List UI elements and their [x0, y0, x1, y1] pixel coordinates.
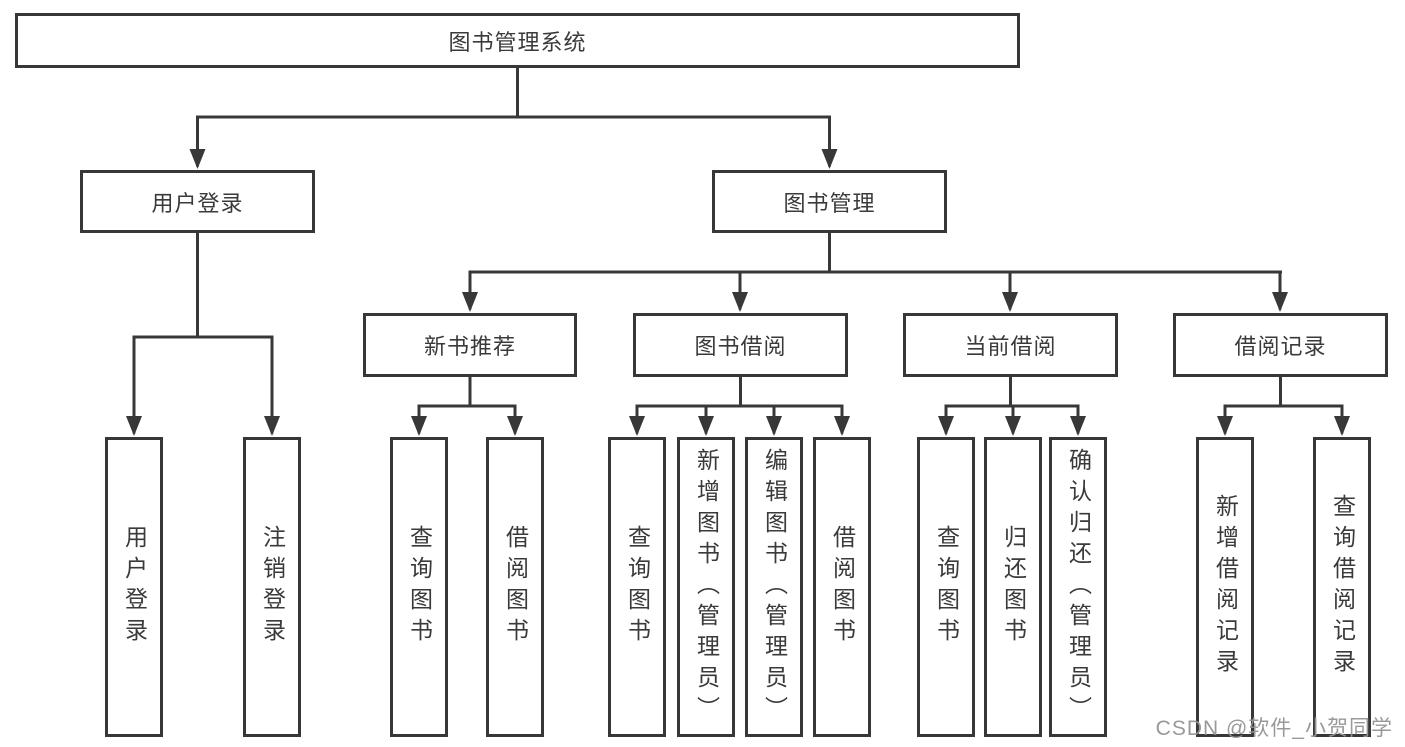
node-label: 查询图书 — [933, 525, 960, 649]
leaf-confirm-return-admin: 确认归还（管理员） — [1049, 437, 1107, 737]
node-library-management-system: 图书管理系统 — [15, 13, 1020, 68]
node-label: 编辑图书（管理员） — [761, 447, 788, 727]
node-new-book-recommend: 新书推荐 — [363, 313, 577, 377]
leaf-borrow-books-borrow: 借阅图书 — [813, 437, 871, 737]
leaf-add-borrow-record: 新增借阅记录 — [1196, 437, 1254, 737]
node-label: 查询借阅记录 — [1329, 494, 1356, 680]
node-borrow-records: 借阅记录 — [1173, 313, 1388, 377]
leaf-return-books: 归还图书 — [984, 437, 1042, 737]
node-label: 借阅记录 — [1234, 334, 1327, 359]
node-label: 图书借阅 — [694, 334, 787, 359]
node-label: 图书管理 — [783, 190, 876, 216]
leaf-query-books-current: 查询图书 — [917, 437, 975, 737]
node-label: 归还图书 — [1000, 525, 1027, 649]
node-label: 用户登录 — [121, 525, 148, 649]
leaf-logout: 注销登录 — [243, 437, 301, 737]
leaf-user-login: 用户登录 — [105, 437, 163, 737]
node-label: 查询图书 — [624, 525, 651, 649]
node-label: 新增图书（管理员） — [693, 447, 720, 727]
node-label: 图书管理系统 — [448, 29, 587, 55]
leaf-add-books-admin: 新增图书（管理员） — [677, 437, 735, 737]
node-book-borrow: 图书借阅 — [633, 313, 848, 377]
node-user-login: 用户登录 — [80, 170, 315, 233]
leaf-query-books-borrow: 查询图书 — [608, 437, 666, 737]
leaf-query-borrow-record: 查询借阅记录 — [1313, 437, 1371, 737]
leaf-query-books-recommend: 查询图书 — [390, 437, 448, 737]
node-label: 新增借阅记录 — [1212, 494, 1239, 680]
node-current-borrow: 当前借阅 — [903, 313, 1118, 377]
node-label: 借阅图书 — [829, 525, 856, 649]
node-label: 用户登录 — [151, 190, 244, 216]
leaf-borrow-books-recommend: 借阅图书 — [486, 437, 544, 737]
node-label: 新书推荐 — [423, 334, 516, 359]
node-label: 注销登录 — [259, 525, 286, 649]
node-label: 确认归还（管理员） — [1065, 447, 1092, 727]
node-label: 查询图书 — [406, 525, 433, 649]
csdn-watermark: CSDN @软件_小贺同学 — [1155, 717, 1393, 740]
node-book-management: 图书管理 — [712, 170, 947, 233]
node-label: 借阅图书 — [502, 525, 529, 649]
node-label: 当前借阅 — [964, 334, 1057, 359]
leaf-edit-books-admin: 编辑图书（管理员） — [745, 437, 803, 737]
